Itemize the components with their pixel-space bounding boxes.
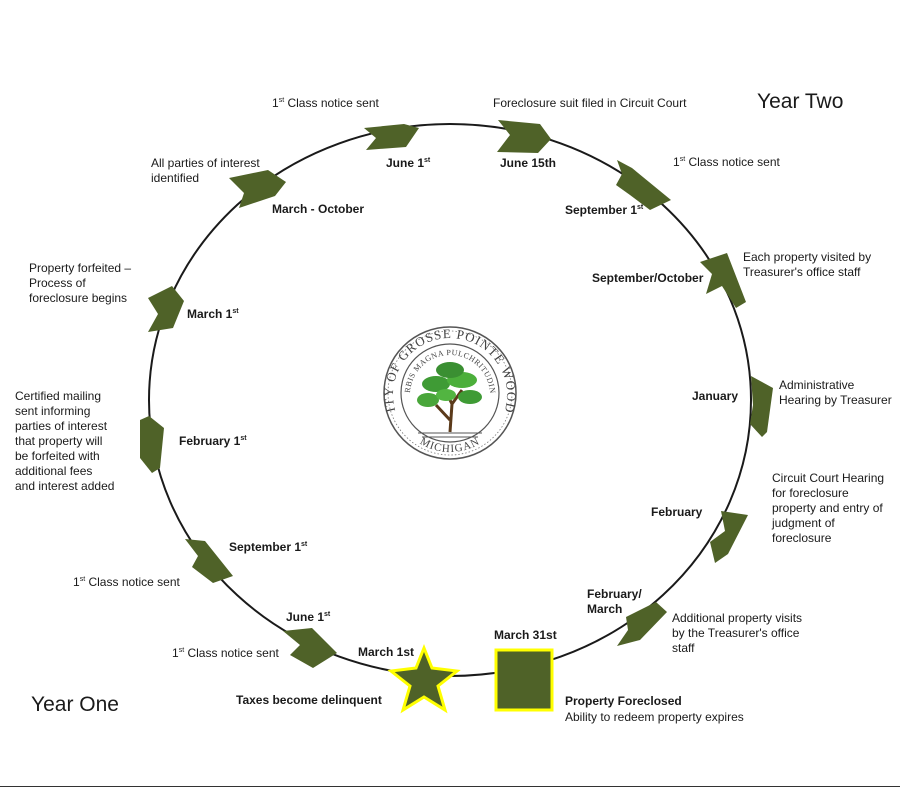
arrow-mar-oct (229, 170, 286, 208)
arrow-march1 (148, 286, 184, 332)
label-february: February (651, 505, 703, 519)
label-class-notice-top: 1st Class notice sent (272, 96, 379, 110)
label-june15: June 15th (500, 156, 557, 170)
label-foreclosed: Property Foreclosed (565, 694, 682, 708)
foreclosed-square (494, 648, 554, 712)
label-class-notice-sept-left: 1st Class notice sent (73, 575, 180, 589)
arrow-june1-top (364, 124, 419, 150)
arrow-feb1 (140, 416, 164, 473)
label-court-hearing: Circuit Court Hearing for foreclosure pr… (772, 471, 885, 545)
label-sept1-left: September 1st (229, 540, 308, 554)
year-one-label: Year One (31, 693, 119, 716)
label-feb-march: February/ March (587, 587, 642, 616)
label-suit-filed: Foreclosure suit filed in Circuit Court (493, 96, 687, 110)
arrow-february (710, 511, 748, 563)
label-mar-oct: March - October (272, 202, 365, 216)
label-june1-left: June 1st (286, 610, 331, 624)
arrow-june15 (497, 120, 551, 153)
arrow-feb-march (617, 602, 667, 646)
seal-bottom-text: MICHIGAN (418, 435, 481, 455)
arrow-sept1 (616, 160, 671, 210)
label-class-notice-sep: 1st Class notice sent (673, 155, 780, 169)
year-two-label: Year Two (757, 90, 844, 113)
label-march31: March 31st (494, 628, 557, 642)
star-icon (387, 643, 461, 714)
arrow-june1-left (283, 628, 337, 668)
arrow-sept1-left (185, 539, 233, 583)
label-certified: Certified mailing sent informing parties… (15, 389, 115, 493)
label-admin-hearing: Administrative Hearing by Treasurer (779, 378, 892, 407)
label-sept-oct: September/October (592, 271, 704, 285)
label-march1st: March 1st (358, 645, 415, 659)
label-visited: Each property visited by Treasurer's off… (743, 250, 872, 279)
label-redeem: Ability to redeem property expires (565, 710, 744, 724)
label-forfeited: Property forfeited – Process of foreclos… (29, 261, 132, 305)
label-march1-left: March 1st (187, 307, 239, 321)
bottom-divider (0, 786, 900, 787)
svg-text:MICHIGAN: MICHIGAN (418, 435, 482, 455)
label-june1-top: June 1st (386, 156, 431, 170)
label-feb1: February 1st (179, 434, 247, 448)
arrow-sept-oct (700, 253, 746, 308)
arrow-january (750, 376, 773, 437)
tree-icon (417, 362, 482, 438)
label-addl-visits: Additional property visits by the Treasu… (672, 611, 803, 655)
label-delinquent: Taxes become delinquent (236, 693, 382, 707)
label-parties: All parties of interest identified (151, 156, 260, 185)
label-class-notice-june: 1st Class notice sent (172, 646, 279, 660)
label-sept1: September 1st (565, 203, 644, 217)
label-january: January (692, 389, 739, 403)
